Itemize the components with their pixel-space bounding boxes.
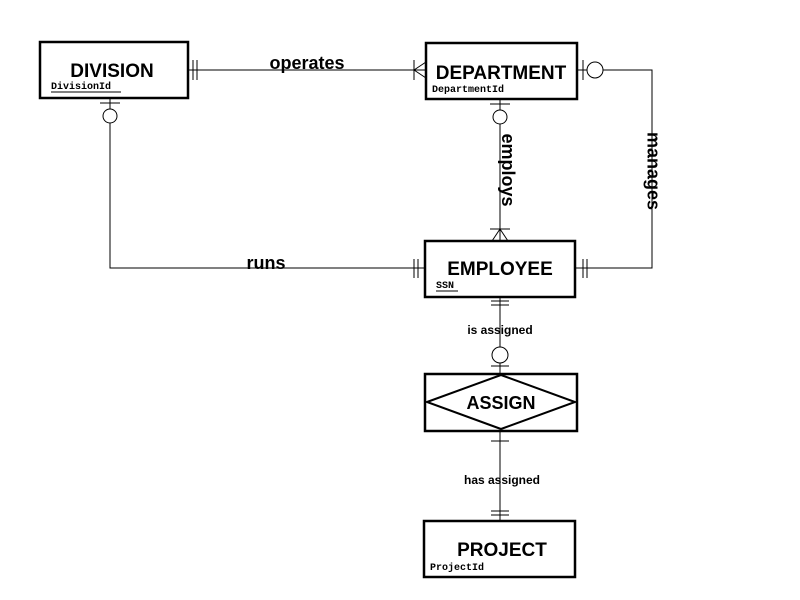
relationship-label-is-assigned: is assigned [467, 323, 532, 337]
entity-division-key: DivisionId [51, 81, 111, 93]
entity-employee-key: SSN [436, 281, 454, 292]
relationship-label-runs: runs [246, 253, 285, 273]
one-optional-mark [491, 346, 509, 367]
entity-department[interactable]: DEPARTMENT DepartmentId [424, 41, 579, 101]
relationship-diamond [424, 373, 578, 431]
one-mandatory-mark [582, 259, 588, 278]
runs-line [109, 98, 425, 269]
one-mandatory-mark [413, 259, 419, 278]
relationship-label-has-assigned: has assigned [464, 473, 540, 487]
manages-line [575, 69, 653, 269]
entity-division[interactable]: DIVISION DivisionId [38, 40, 190, 100]
relationship-label-manages: manages [643, 132, 663, 210]
one-optional-mark [490, 103, 510, 125]
entity-project-key: ProjectId [430, 562, 484, 574]
one-optional-mark [100, 102, 120, 124]
relationship-label-employs: employs [498, 133, 518, 206]
many-mandatory-mark [413, 60, 427, 80]
entity-project-name: PROJECT [457, 540, 547, 561]
entity-employee[interactable]: EMPLOYEE SSN [423, 239, 577, 299]
entity-division-name: DIVISION [70, 61, 153, 82]
relationship-label-operates: operates [269, 53, 344, 73]
entity-assign-name: ASSIGN [466, 393, 535, 413]
entity-employee-name: EMPLOYEE [447, 259, 553, 280]
entity-department-name: DEPARTMENT [436, 63, 567, 84]
one-mandatory-mark [491, 510, 509, 516]
entity-assign[interactable]: ASSIGN [423, 372, 579, 433]
one-optional-mark [582, 60, 604, 80]
one-mandatory-mark [192, 60, 198, 80]
one-mandatory-mark [491, 300, 509, 306]
entity-project[interactable]: PROJECT ProjectId [422, 519, 577, 579]
many-mandatory-mark [490, 228, 510, 242]
entity-department-key: DepartmentId [432, 84, 504, 96]
